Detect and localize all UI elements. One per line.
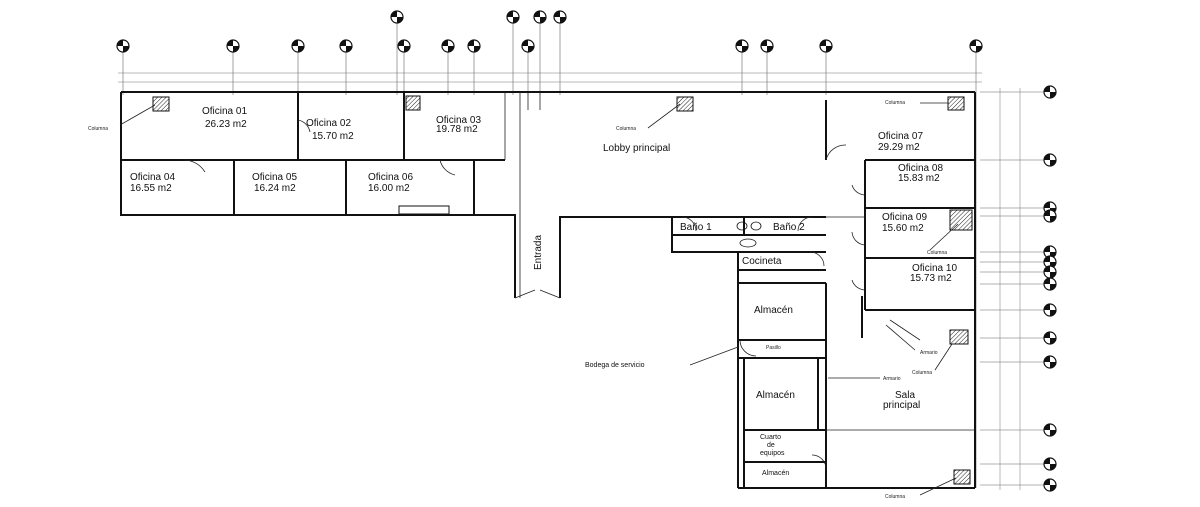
room-oficina-01-area: 26.23 m2: [205, 119, 247, 130]
room-oficina-09-name: Oficina 09: [882, 212, 927, 223]
room-bano-1: Baño 1: [680, 222, 712, 233]
room-oficina-01-name: Oficina 01: [202, 106, 247, 117]
label-armario-1: Armario: [920, 350, 938, 356]
top-axis-markers: [116, 10, 983, 53]
leader-lines: [119, 102, 959, 496]
room-oficina-08-name: Oficina 08: [898, 163, 943, 174]
label-columna-4: Columna: [927, 250, 947, 256]
exterior-walls: [120, 91, 976, 489]
label-columna-3: Columna: [885, 100, 905, 106]
room-lobby: Lobby principal: [603, 143, 670, 154]
interior-walls-right: [825, 100, 975, 341]
room-oficina-03-area: 19.78 m2: [436, 124, 478, 135]
label-columna-2: Columna: [616, 126, 636, 132]
interior-walls-left: [121, 92, 541, 215]
label-columna-5: Columna: [912, 370, 932, 376]
room-oficina-06-area: 16.00 m2: [368, 183, 410, 194]
room-oficina-10-area: 15.73 m2: [910, 273, 952, 284]
top-dimension-lines: [118, 72, 982, 83]
room-oficina-03-name: Oficina 03: [436, 115, 481, 126]
label-armario-2: Armario: [883, 376, 901, 382]
room-entrada: Entrada: [533, 235, 544, 270]
right-axis-markers: [1043, 85, 1057, 492]
label-columna-1: Columna: [88, 126, 108, 132]
room-almacen-middle: Almacén: [756, 390, 795, 401]
room-oficina-06-name: Oficina 06: [368, 172, 413, 183]
room-oficina-09-area: 15.60 m2: [882, 223, 924, 234]
service-core-walls: [672, 216, 975, 488]
room-oficina-02-area: 15.70 m2: [312, 131, 354, 142]
room-cocineta: Cocineta: [742, 256, 782, 267]
room-oficina-04-area: 16.55 m2: [130, 183, 172, 194]
room-oficina-04-name: Oficina 04: [130, 172, 175, 183]
room-cuarto-line1: Cuarto: [760, 434, 781, 441]
room-cuarto-line2: de: [767, 442, 775, 449]
room-cuarto-line3: equipos: [760, 450, 785, 457]
entrance-doors: [514, 92, 561, 299]
room-sala-line1: Sala: [895, 390, 915, 401]
room-almacen-upper: Almacén: [754, 305, 793, 316]
label-bodega-de-servicio: Bodega de servicio: [585, 362, 645, 369]
columns: [152, 95, 973, 485]
room-oficina-07-area: 29.29 m2: [878, 142, 920, 153]
room-oficina-08-area: 15.83 m2: [898, 173, 940, 184]
right-axis-lines: [980, 88, 1046, 490]
room-oficina-05-name: Oficina 05: [252, 172, 297, 183]
room-sala-line2: principal: [883, 400, 920, 411]
room-oficina-05-area: 16.24 m2: [254, 183, 296, 194]
room-almacen-lower: Almacén: [762, 470, 789, 477]
room-oficina-07-name: Oficina 07: [878, 131, 923, 142]
room-oficina-10-name: Oficina 10: [912, 263, 957, 274]
room-pasillo: Pasillo: [766, 345, 781, 351]
room-oficina-02-name: Oficina 02: [306, 118, 351, 129]
label-columna-6: Columna: [885, 494, 905, 500]
room-bano-2: Baño 2: [773, 222, 805, 233]
